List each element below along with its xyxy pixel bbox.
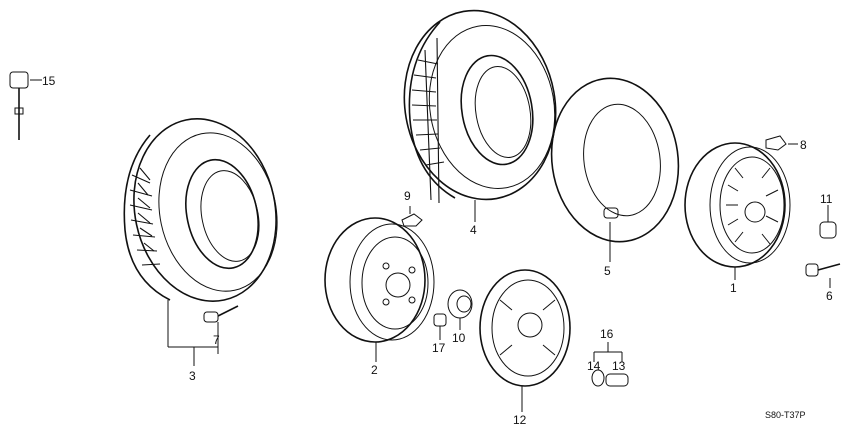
callout-3: 3 (189, 369, 196, 383)
leader-lines (30, 79, 831, 412)
tire-part-3 (123, 118, 278, 302)
callout-10: 10 (452, 331, 466, 345)
valve-part-7 (203, 305, 239, 323)
wheel-part-1 (684, 142, 791, 268)
callout-2: 2 (371, 363, 378, 377)
callout-6: 6 (826, 289, 833, 303)
diagram-code: S80-T37P (765, 410, 806, 420)
callout-8: 8 (800, 138, 807, 152)
tire-part-4 (403, 9, 557, 204)
inner-tube-part-5 (550, 77, 680, 243)
weight-part-9 (401, 213, 423, 227)
callout-11: 11 (820, 192, 833, 206)
callout-4: 4 (470, 223, 477, 237)
nut-part-17 (433, 313, 447, 327)
cap-part-11 (819, 221, 837, 239)
callout-15: 15 (42, 74, 56, 88)
callout-17: 17 (432, 341, 446, 355)
callout-1: 1 (730, 281, 737, 295)
weight-part-8 (765, 135, 787, 151)
valve-part-6 (805, 263, 841, 277)
callout-13: 13 (612, 359, 626, 373)
wheel-part-2 (324, 217, 435, 343)
callout-12: 12 (513, 413, 527, 427)
bolt-part-13 (605, 373, 629, 387)
callout-9: 9 (404, 189, 411, 203)
callout-14: 14 (587, 359, 601, 373)
nut-part-14 (591, 369, 605, 387)
callout-7: 7 (213, 333, 220, 347)
callout-16: 16 (600, 327, 614, 341)
wheel-cover-part-12 (479, 269, 571, 387)
valve-stem-part-15 (9, 71, 29, 140)
callout-5: 5 (604, 264, 611, 278)
cap-part-10 (447, 289, 473, 319)
